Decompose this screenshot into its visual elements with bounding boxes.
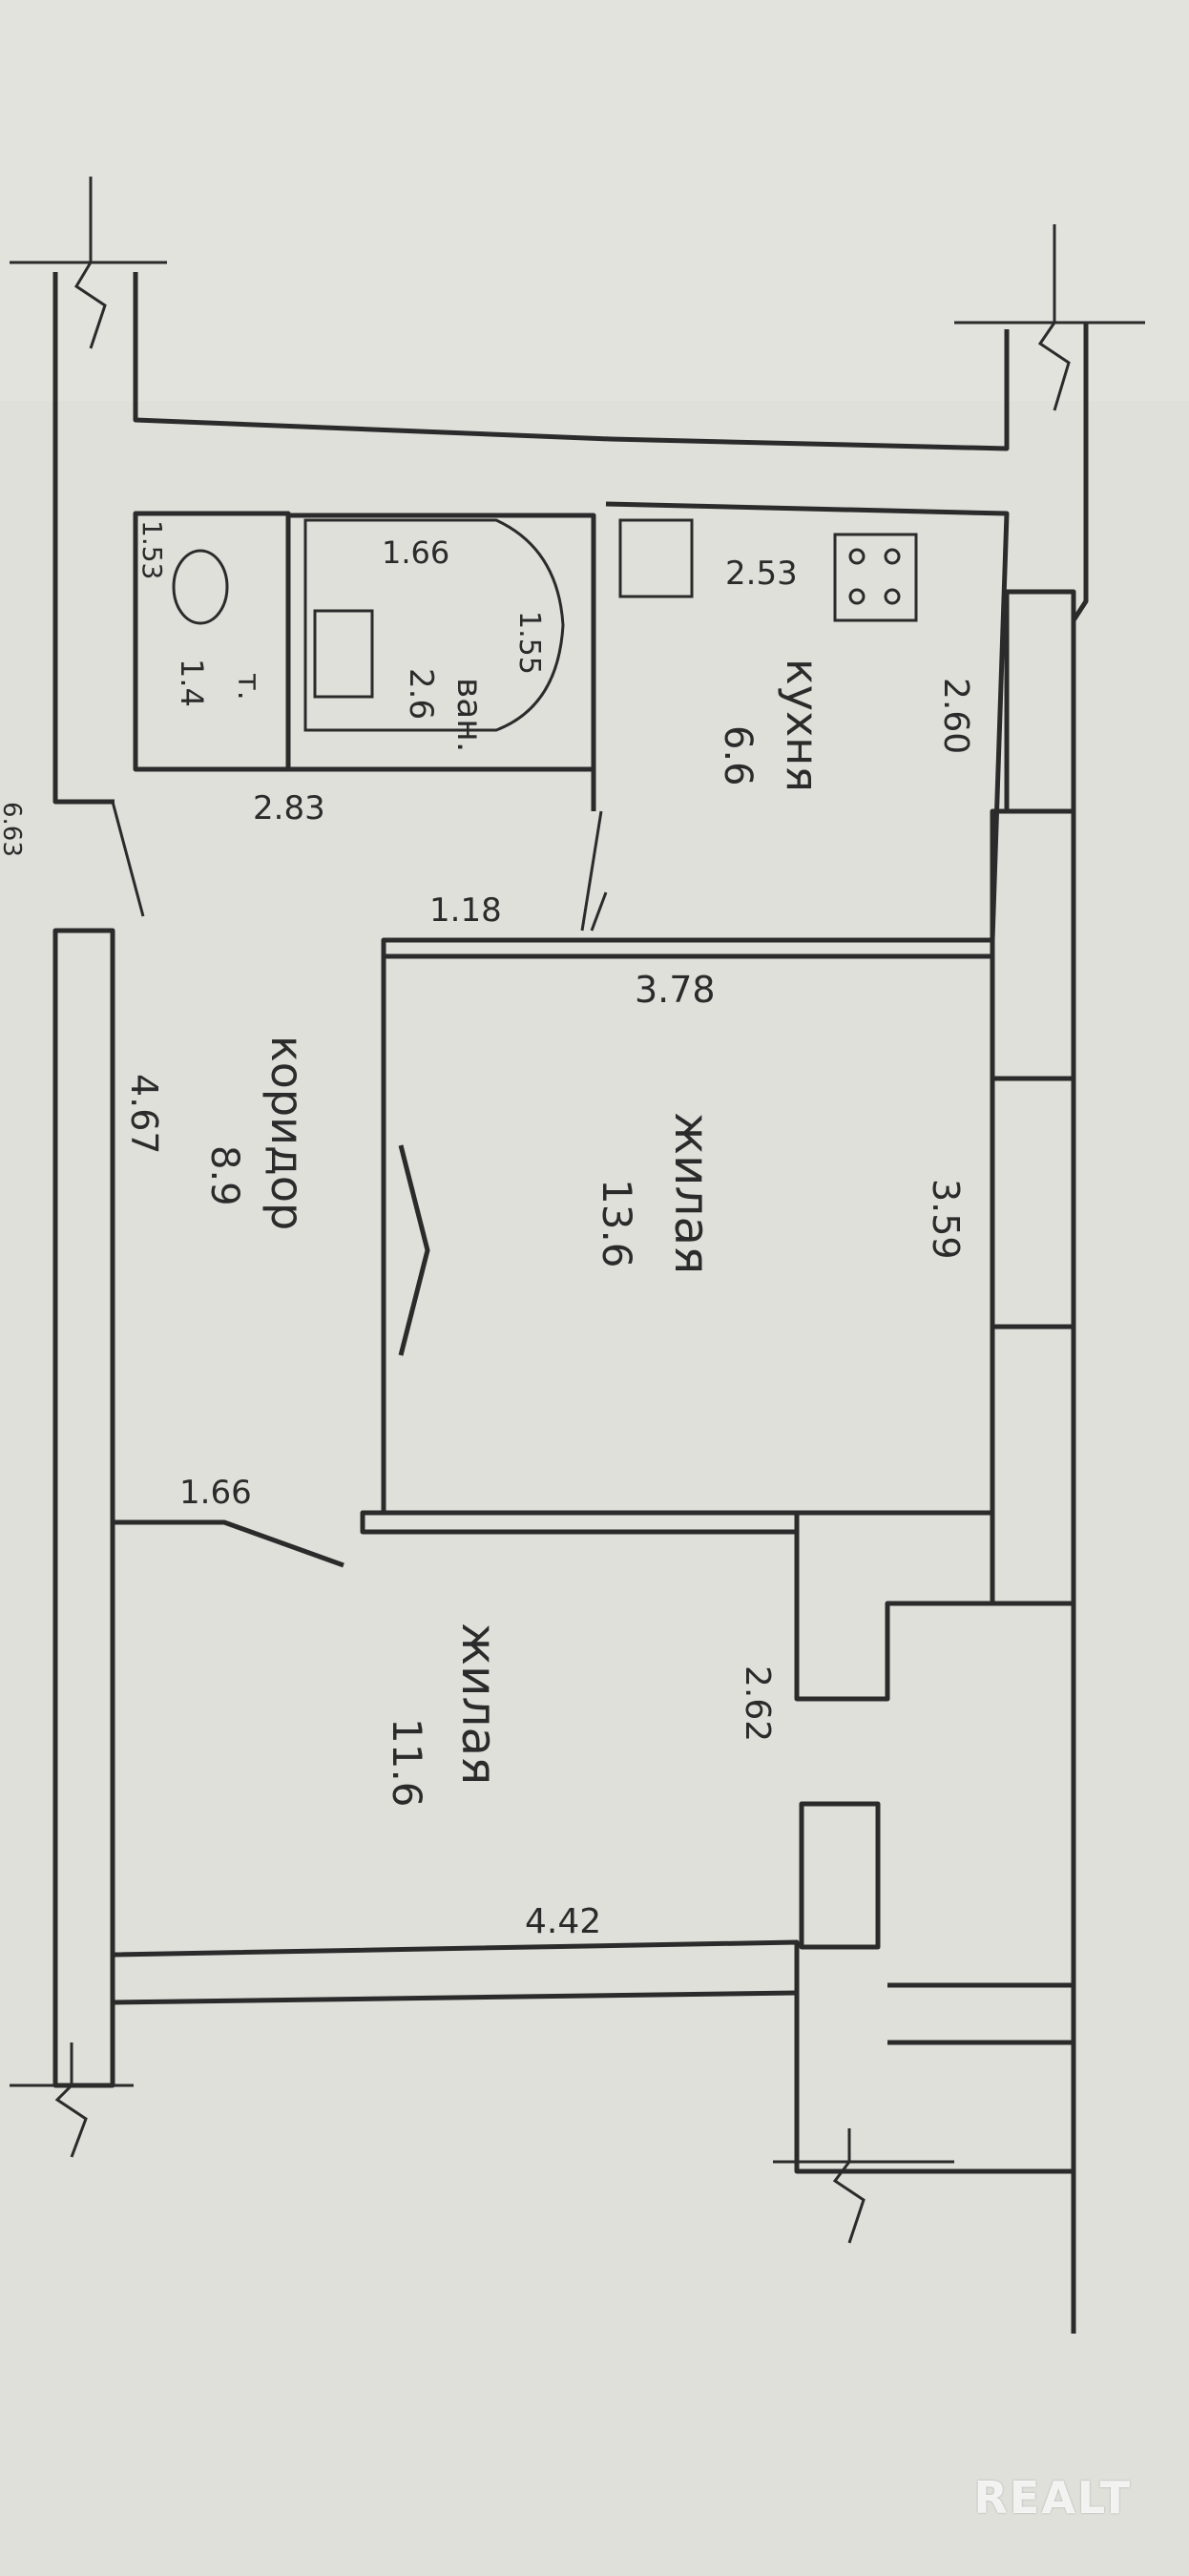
kitchen-area-label: 6.6 bbox=[716, 725, 760, 786]
toilet-name-label: т. bbox=[231, 673, 267, 701]
bath-area-label: 2.6 bbox=[402, 668, 440, 720]
break-mark-bottom-right bbox=[773, 2128, 954, 2244]
living1-name-label: жилая bbox=[664, 1112, 720, 1274]
wall-corridor-living2 bbox=[113, 1519, 344, 1568]
wall-top-inner bbox=[133, 272, 1010, 451]
toilet-bowl bbox=[172, 549, 229, 625]
wall-bottom-inner bbox=[112, 1990, 798, 2005]
kitchen-sink bbox=[618, 518, 694, 598]
dim-corridor-opening: 1.18 bbox=[429, 891, 502, 930]
break-mark-top-right bbox=[954, 224, 1145, 411]
margin-note: 6.63 bbox=[0, 802, 26, 857]
balcony-stub bbox=[799, 1801, 881, 1950]
fixtures bbox=[111, 518, 918, 932]
dim-kitchen-length: 2.53 bbox=[725, 555, 798, 593]
break-mark-bottom-left bbox=[10, 2042, 134, 2158]
living2-area-label: 11.6 bbox=[384, 1718, 430, 1808]
living2-name-label: жилая bbox=[451, 1623, 507, 1785]
bathtub bbox=[303, 518, 565, 732]
dim-bath-toilet-span: 2.83 bbox=[253, 789, 325, 827]
stove bbox=[833, 533, 918, 622]
dim-bath-width: 1.55 bbox=[512, 611, 546, 675]
dim-bath-length: 1.66 bbox=[382, 534, 449, 571]
dim-corridor-width: 1.66 bbox=[179, 1474, 252, 1512]
corridor-area-label: 8.9 bbox=[202, 1145, 246, 1206]
break-marks bbox=[10, 177, 1145, 2244]
corridor-name-label: коридор bbox=[261, 1036, 313, 1230]
living1-area-label: 13.6 bbox=[594, 1179, 640, 1268]
toilet-area-label: 1.4 bbox=[174, 659, 210, 707]
sink bbox=[313, 609, 374, 699]
dim-living2-width: 2.62 bbox=[738, 1665, 777, 1742]
dim-kitchen-width: 2.60 bbox=[936, 678, 975, 754]
dim-living2-length: 4.42 bbox=[525, 1902, 601, 1941]
kitchen-walls bbox=[605, 501, 1010, 941]
dim-living1-width: 3.59 bbox=[925, 1179, 967, 1260]
dim-toilet-width: 1.53 bbox=[136, 520, 168, 579]
walls bbox=[52, 272, 1089, 2334]
dim-corridor-length: 4.67 bbox=[123, 1074, 165, 1155]
kitchen-name-label: кухня bbox=[777, 659, 828, 792]
dim-living1-length: 3.78 bbox=[635, 969, 716, 1011]
break-mark-top-left bbox=[10, 177, 167, 349]
bath-name-label: ван. bbox=[449, 678, 489, 752]
wall-bottom bbox=[112, 1939, 1074, 2174]
realt-watermark-logo: REALT bbox=[973, 2472, 1132, 2524]
wall-left-upper bbox=[52, 272, 115, 805]
